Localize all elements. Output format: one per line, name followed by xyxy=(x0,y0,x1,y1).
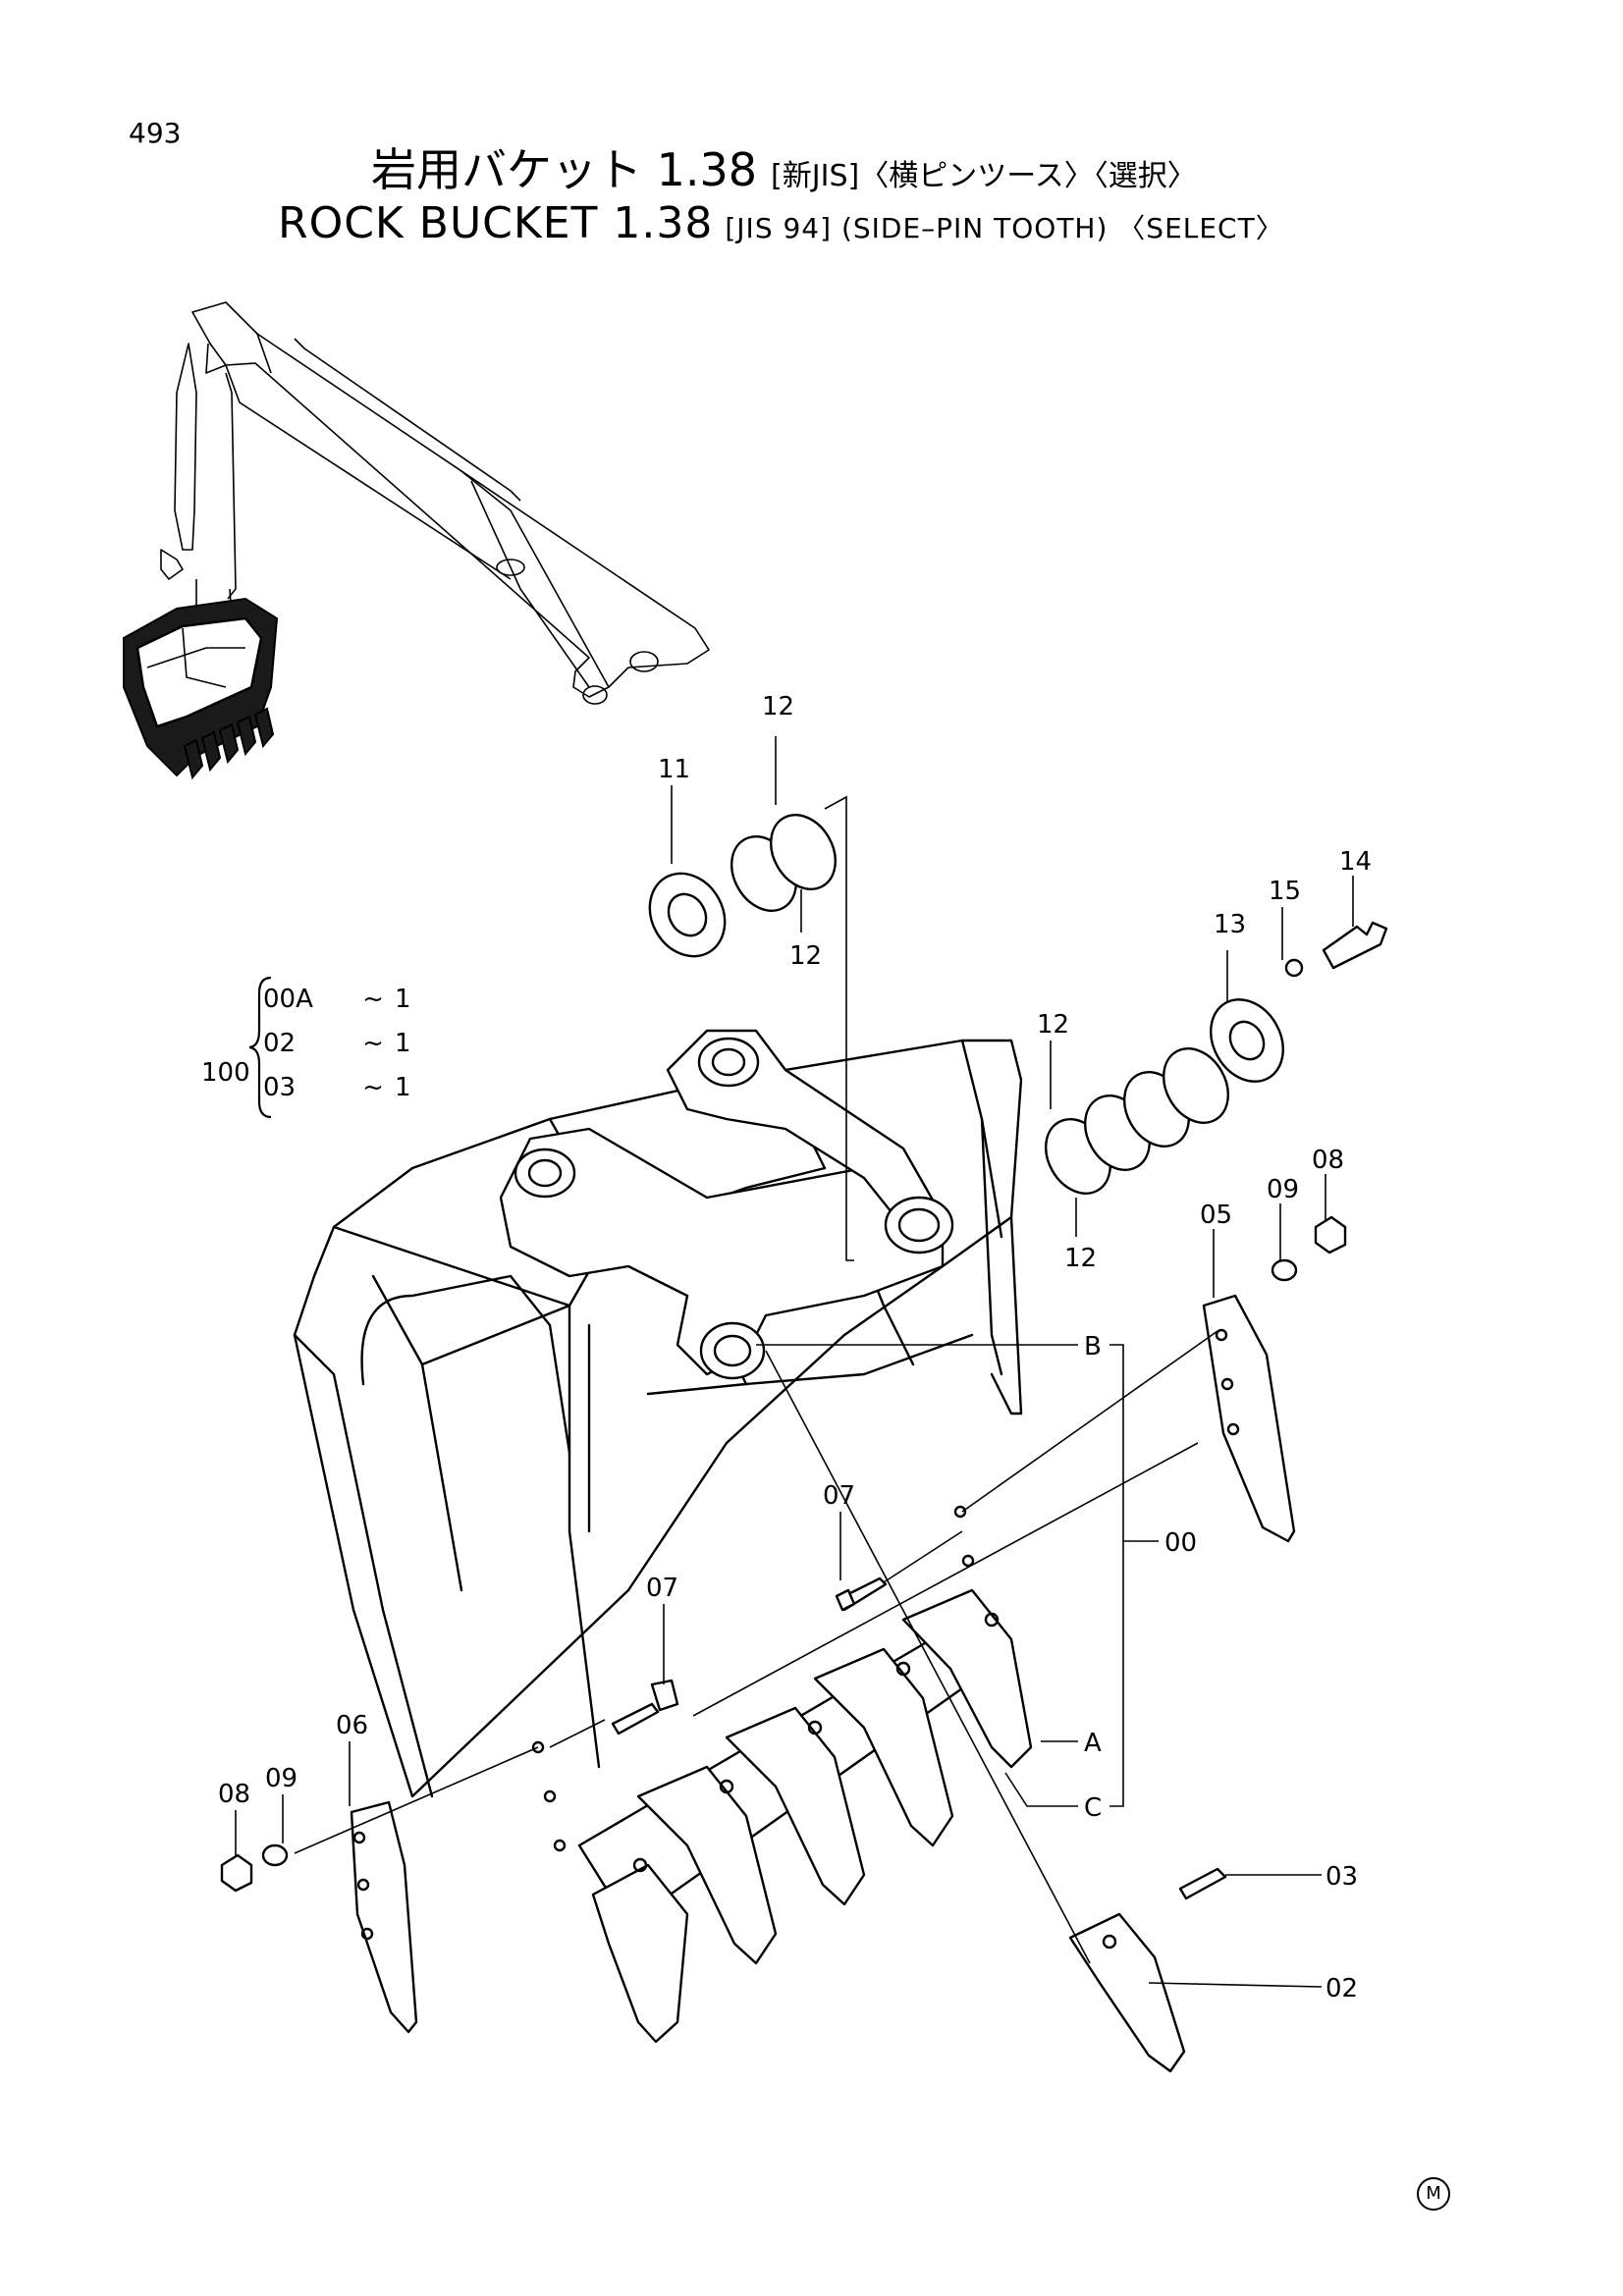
bucket-tooth xyxy=(591,1863,689,2044)
part-12-shim xyxy=(1163,1047,1229,1124)
selection-part: 02 xyxy=(263,1029,297,1058)
selection-tilde: ~ xyxy=(362,1073,384,1102)
thumbnail-teeth xyxy=(183,707,275,780)
part-02-tooth xyxy=(1068,1912,1186,2073)
part-15-washer xyxy=(1284,958,1304,978)
selection-tilde: ~ xyxy=(362,985,384,1014)
bracket-boss xyxy=(884,1196,954,1255)
selection-part: 03 xyxy=(263,1073,297,1102)
callout-09: 09 xyxy=(1267,1175,1299,1204)
title-english-main: ROCK BUCKET 1.38 xyxy=(278,198,714,248)
bucket-tooth xyxy=(813,1647,954,1847)
selection-qty: 1 xyxy=(395,985,411,1014)
bracket-boss xyxy=(699,1321,766,1380)
callout-03: 03 xyxy=(1325,1862,1358,1892)
part-05-side-cutter xyxy=(1202,1294,1296,1543)
callout-C: C xyxy=(1084,1793,1102,1823)
callout-12: 12 xyxy=(1037,1010,1069,1040)
callout-12: 12 xyxy=(789,941,822,971)
part-12-shim xyxy=(770,814,837,890)
callout-00: 00 xyxy=(1164,1528,1197,1558)
callout-07: 07 xyxy=(646,1574,678,1603)
selection-row: 00A ~1 xyxy=(263,978,411,1022)
callout-08: 08 xyxy=(1312,1146,1344,1175)
bracket-boss xyxy=(514,1148,576,1199)
leader-lines xyxy=(235,736,1354,1988)
tooth-assembly xyxy=(1068,1867,1227,2073)
callout-11: 11 xyxy=(658,755,690,784)
page-number: 493 xyxy=(129,117,182,149)
part-13-plate xyxy=(1210,998,1284,1083)
selection-qty: 1 xyxy=(395,1073,411,1102)
callout-A: A xyxy=(1084,1729,1102,1758)
selection-code: 100 xyxy=(201,1058,250,1088)
selection-tilde: ~ xyxy=(362,1029,384,1058)
callout-08: 08 xyxy=(218,1780,250,1809)
selection-qty: 1 xyxy=(395,1029,411,1058)
part-03-pin xyxy=(1178,1867,1227,1900)
side-cutter-parts xyxy=(220,1215,1347,2034)
callout-13: 13 xyxy=(1214,910,1246,939)
part-06-side-cutter xyxy=(350,1800,418,2034)
title-japanese: 岩用バケット 1.38[新JIS]〈横ピンツース〉〈選択〉 xyxy=(371,147,1197,192)
bucket-tooth xyxy=(636,1765,778,1965)
maker-mark: M xyxy=(1417,2177,1450,2211)
bucket-tooth xyxy=(901,1588,1033,1769)
selection-row: 02 ~1 xyxy=(263,1022,411,1066)
part-08-nut xyxy=(1314,1215,1347,1255)
callout-09: 09 xyxy=(265,1764,298,1793)
bucket-tooth xyxy=(725,1706,866,1906)
part-11-boss xyxy=(648,872,727,958)
bucket-teeth xyxy=(591,1588,1033,2044)
title-english: ROCK BUCKET 1.38[JIS 94] (SIDE–PIN TOOTH… xyxy=(278,202,1284,245)
callout-14: 14 xyxy=(1339,847,1372,877)
callout-12: 12 xyxy=(1064,1244,1097,1273)
title-japanese-main: 岩用バケット 1.38 xyxy=(371,143,758,196)
part-08-nut xyxy=(220,1853,253,1893)
selection-part: 00A xyxy=(263,985,313,1014)
selection-row: 03 ~1 xyxy=(263,1066,411,1110)
part-07-bolt xyxy=(611,1702,660,1735)
callout-labels: 11 12 12 12 12 13 14 15 08 09 05 B 00 07… xyxy=(218,692,1372,2003)
callout-B: B xyxy=(1084,1332,1102,1362)
excavator-thumbnail xyxy=(123,301,710,780)
selection-list: 00A ~1 02 ~1 03 ~1 xyxy=(263,978,411,1110)
part-09-washer xyxy=(261,1843,289,1867)
callout-06: 06 xyxy=(336,1711,368,1740)
bracket-boss xyxy=(697,1037,760,1088)
callout-15: 15 xyxy=(1269,877,1301,906)
callout-02: 02 xyxy=(1325,1974,1358,2003)
selection-brace xyxy=(248,976,272,1119)
part-14-bolt xyxy=(1322,921,1388,970)
callout-05: 05 xyxy=(1200,1201,1232,1230)
title-japanese-sub: [新JIS]〈横ピンツース〉〈選択〉 xyxy=(771,159,1197,193)
callout-07: 07 xyxy=(823,1481,855,1511)
pin-parts xyxy=(648,814,1388,1195)
title-english-sub: [JIS 94] (SIDE–PIN TOOTH) 〈SELECT〉 xyxy=(725,212,1284,244)
part-09-washer xyxy=(1271,1258,1298,1282)
callout-12: 12 xyxy=(762,692,794,721)
